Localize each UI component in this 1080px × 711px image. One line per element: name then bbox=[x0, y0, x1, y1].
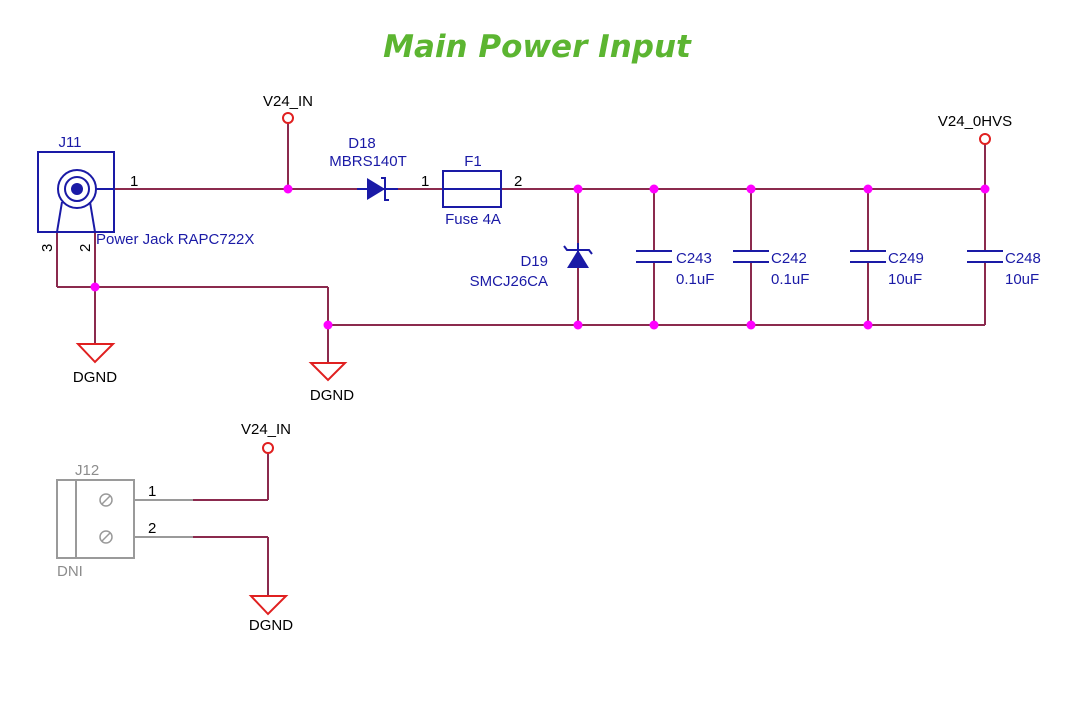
j11-pin-2: 2 bbox=[77, 244, 94, 252]
ground-symbol-2: DGND bbox=[308, 362, 354, 404]
f1-pin-1: 1 bbox=[421, 173, 429, 190]
ref-c249: C249 bbox=[888, 250, 924, 267]
power-port-v24-in: V24_IN bbox=[263, 93, 313, 124]
j11-pin-3: 3 bbox=[39, 244, 56, 252]
net-label-dgnd-3: DGND bbox=[249, 617, 293, 634]
j12-terminal-block: J12 DNI 1 2 bbox=[56, 462, 156, 580]
screw-icon bbox=[99, 530, 113, 544]
value-j11: Power Jack RAPC722X bbox=[96, 231, 254, 248]
capacitor-c243: C243 0.1uF bbox=[636, 250, 714, 288]
value-c248: 10uF bbox=[1005, 271, 1039, 288]
capacitor-c248: C248 10uF bbox=[967, 250, 1041, 288]
net-label-dgnd-1: DGND bbox=[73, 369, 117, 386]
net-label-v24-in: V24_IN bbox=[263, 93, 313, 110]
d18-schottky-diode: D18 MBRS140T bbox=[329, 135, 407, 201]
net-label-v24-0hvs: V24_0HVS bbox=[938, 113, 1012, 130]
j11-pin-1: 1 bbox=[130, 173, 138, 190]
wires bbox=[56, 123, 986, 596]
screw-icon bbox=[99, 493, 113, 507]
net-label-dgnd-2: DGND bbox=[310, 387, 354, 404]
capacitor-c242: C242 0.1uF bbox=[733, 250, 809, 288]
ground-symbol-1: DGND bbox=[73, 343, 117, 386]
net-label-v24-in-lower: V24_IN bbox=[241, 421, 291, 438]
power-port-v24-in-lower: V24_IN bbox=[241, 421, 291, 454]
j11-power-jack: J11 Power Jack RAPC722X 1 2 3 bbox=[37, 134, 254, 252]
jack-center-pin-icon bbox=[71, 183, 83, 195]
ref-j11: J11 bbox=[58, 134, 81, 151]
value-c243: 0.1uF bbox=[676, 271, 714, 288]
power-port-v24-0hvs: V24_0HVS bbox=[938, 113, 1012, 145]
junctions bbox=[90, 184, 990, 330]
f1-fuse: F1 Fuse 4A 1 2 bbox=[421, 153, 522, 228]
j12-pin-1: 1 bbox=[148, 483, 156, 500]
value-c242: 0.1uF bbox=[771, 271, 809, 288]
ref-c248: C248 bbox=[1005, 250, 1041, 267]
d19-tvs-diode: D19 SMCJ26CA bbox=[470, 243, 593, 290]
value-d19: SMCJ26CA bbox=[470, 273, 548, 290]
j12-dni-note: DNI bbox=[57, 563, 83, 580]
value-d18: MBRS140T bbox=[329, 153, 407, 170]
capacitor-c249: C249 10uF bbox=[850, 250, 924, 288]
ref-d18: D18 bbox=[348, 135, 376, 152]
ground-symbol-3: DGND bbox=[248, 595, 293, 634]
page-title: Main Power Input bbox=[383, 29, 692, 65]
ref-c242: C242 bbox=[771, 250, 807, 267]
value-f1: Fuse 4A bbox=[445, 211, 501, 228]
ref-c243: C243 bbox=[676, 250, 712, 267]
ref-d19: D19 bbox=[520, 253, 548, 270]
f1-pin-2: 2 bbox=[514, 173, 522, 190]
value-c249: 10uF bbox=[888, 271, 922, 288]
ref-f1: F1 bbox=[464, 153, 482, 170]
j12-pin-2: 2 bbox=[148, 520, 156, 537]
ref-j12: J12 bbox=[75, 462, 99, 479]
